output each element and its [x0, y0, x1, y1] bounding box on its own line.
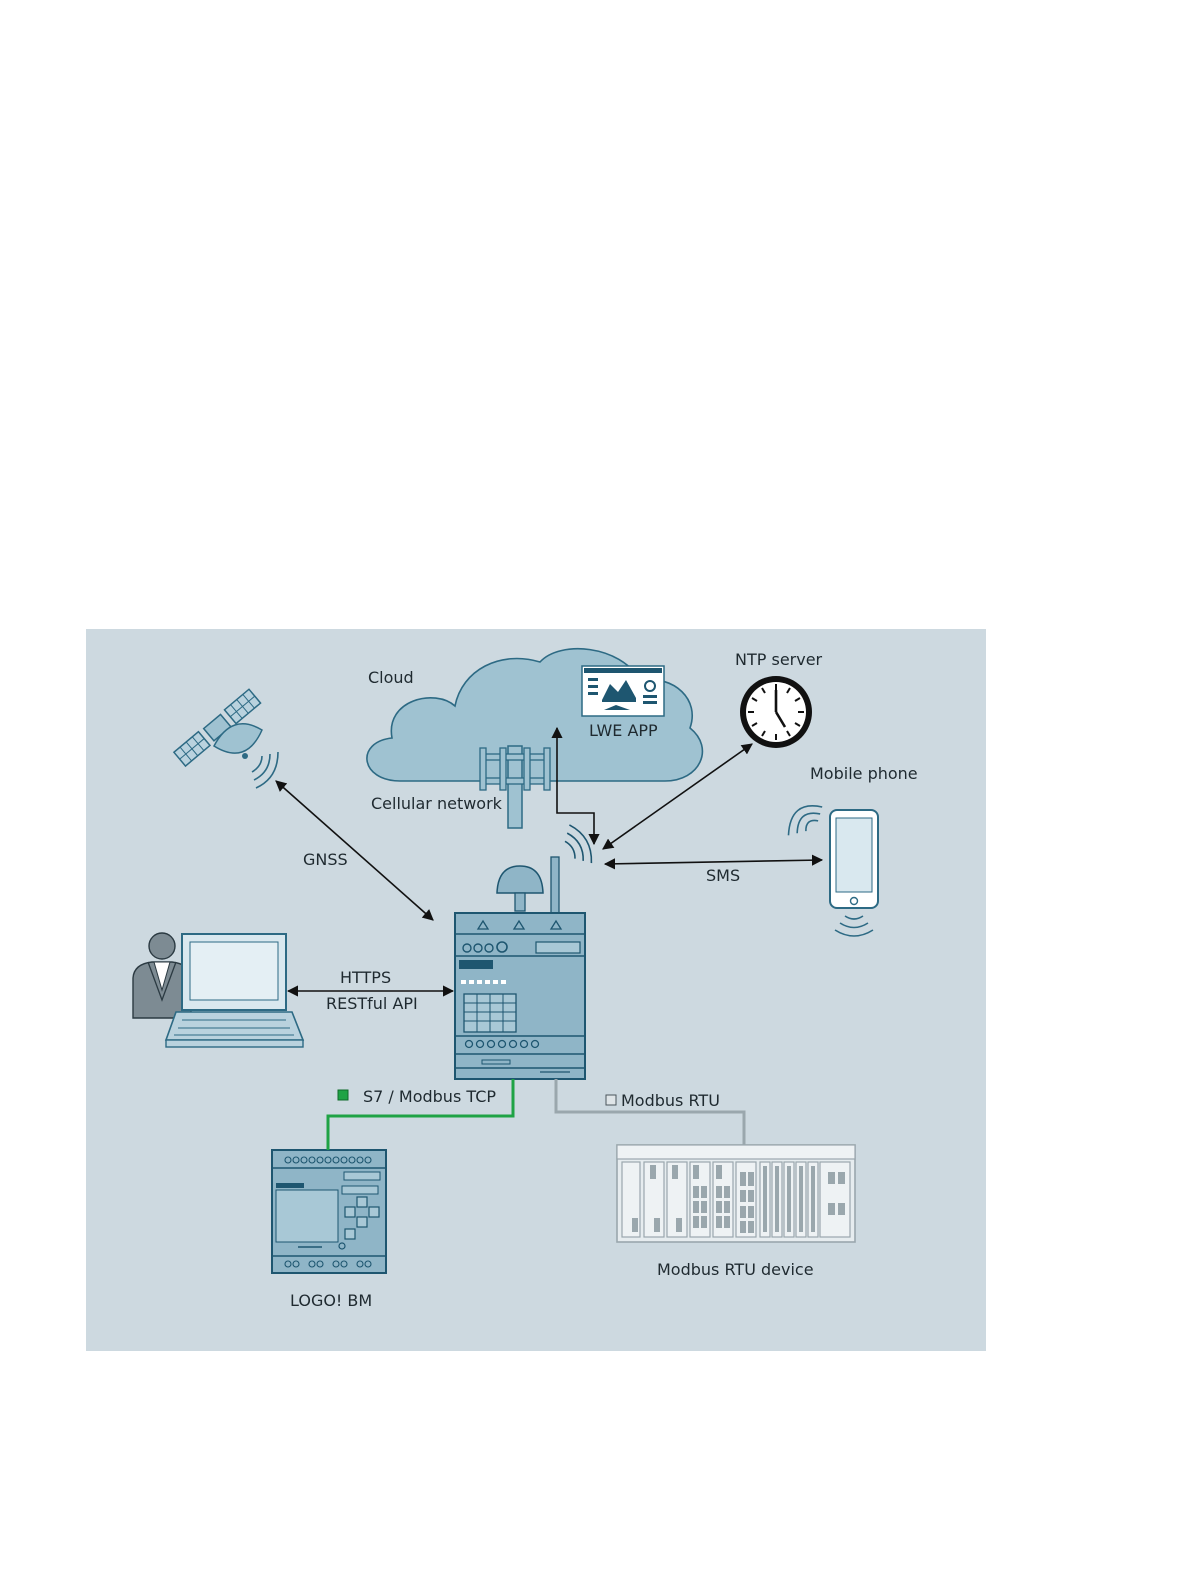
sms-label: SMS: [706, 866, 740, 885]
rack-icon: [617, 1145, 855, 1242]
s7-modbus-tcp-label: S7 / Modbus TCP: [363, 1087, 496, 1106]
clock-icon: [740, 676, 812, 748]
plc-icon: [272, 1150, 386, 1273]
restful-api-label: RESTful API: [326, 994, 418, 1013]
modbus-rtu-device-label: Modbus RTU device: [657, 1260, 814, 1279]
tcp-legend-swatch: [338, 1090, 348, 1100]
cloud-label: Cloud: [368, 668, 414, 687]
lwe-app-label: LWE APP: [589, 721, 658, 740]
gnss-label: GNSS: [303, 850, 348, 869]
rtu-legend-swatch: [606, 1095, 616, 1105]
laptop-icon: [166, 934, 303, 1047]
ntp-server-label: NTP server: [735, 650, 823, 669]
cellular-network-label: Cellular network: [371, 794, 503, 813]
modbus-rtu-label: Modbus RTU: [621, 1091, 720, 1110]
https-label: HTTPS: [340, 968, 391, 987]
dashboard-icon: [582, 666, 664, 716]
mobile-phone-label: Mobile phone: [810, 764, 918, 783]
logo-bm-label: LOGO! BM: [290, 1291, 372, 1310]
